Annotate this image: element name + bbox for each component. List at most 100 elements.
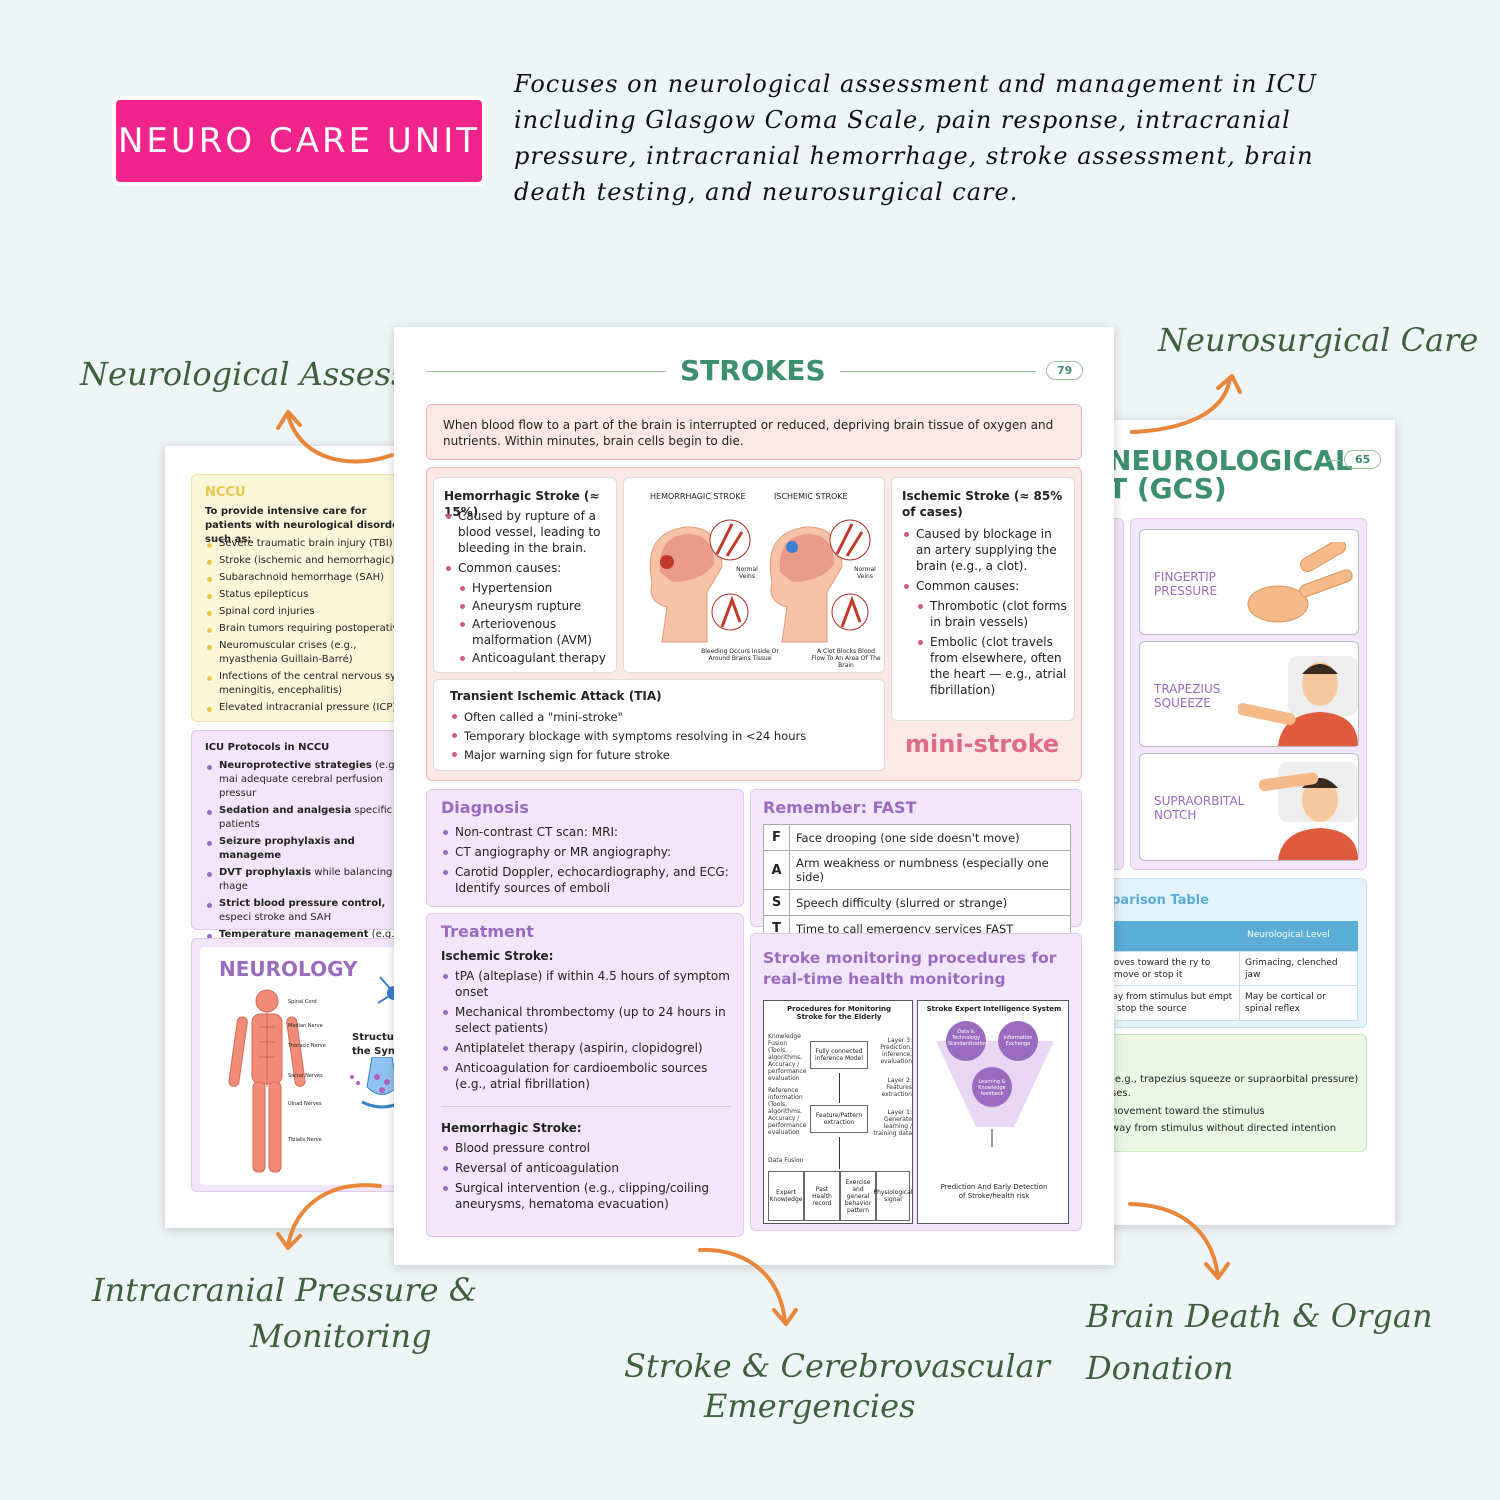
mini-stroke-label: mini-stroke: [905, 730, 1060, 758]
protocol-item-bold: DVT prophylaxis: [219, 867, 312, 878]
label-icp-line2: Monitoring: [250, 1317, 432, 1355]
treatment-ischemic-list: tPA (alteplase) if within 4.5 hours of s…: [441, 968, 733, 1096]
gcs-page-number: 65: [1344, 450, 1382, 469]
ischemic-item: Common causes:: [902, 578, 1070, 594]
tia-item: Major warning sign for future stroke: [450, 746, 870, 765]
diagnosis-item: Non-contrast CT scan: MRI:: [441, 824, 731, 840]
stroke-illustration: HEMORRHAGIC STROKE ISCHEMIC STROKE: [623, 477, 885, 673]
reference-text: Reference information (Tools, algorithms…: [768, 1087, 807, 1136]
hemorrhagic-title: Hemorrhagic Stroke (≈ 15%): [444, 489, 600, 519]
comparison-cell: Grimacing, clenched jaw: [1245, 958, 1338, 980]
illustration-label-left: HEMORRHAGIC STROKE: [650, 492, 746, 501]
monitoring-right-diagram: Stroke Expert Intelligence System Data &…: [917, 1000, 1069, 1224]
nccu-list: Severe traumatic brain injury (TBI)Strok…: [205, 537, 405, 718]
fingertip-hand-icon: [1247, 542, 1353, 623]
data-fusion-text: Data Fusion: [768, 1157, 804, 1164]
tia-item: Often called a "mini-stroke": [450, 708, 870, 727]
layer2-text: Layer 2: Features extraction: [881, 1077, 912, 1098]
treatment-item: Antiplatelet therapy (aspirin, clopidogr…: [441, 1040, 733, 1056]
normal-veins-label: Normal Veins: [736, 566, 758, 580]
funnel-icon: [936, 1021, 1054, 1147]
nerve-label: Thoracic Nerve: [288, 1043, 326, 1049]
tia-list: Often called a "mini-stroke"Temporary bl…: [450, 708, 870, 765]
nccu-box: NCCU To provide intensive care for patie…: [191, 474, 405, 722]
protocols-title: ICU Protocols in NCCU: [205, 742, 330, 753]
diagnosis-item: CT angiography or MR angiography:: [441, 844, 731, 860]
comparison-title: parison Table: [1111, 893, 1209, 908]
green-box: (e.g., trapezius squeeze or supraorbital…: [1100, 1034, 1367, 1152]
strokes-title: STROKES: [680, 354, 826, 387]
stimulus-label: SUPRAORBITAL NOTCH: [1154, 794, 1245, 822]
nccu-list-item: Status epilepticus: [205, 588, 405, 602]
protocol-item: Sedation and analgesia specific to n pat…: [205, 804, 405, 832]
hemorrhagic-card: Hemorrhagic Stroke (≈ 15%) Caused by rup…: [433, 477, 617, 673]
comparison-cell: moves toward the ry to remove or stop it: [1105, 958, 1211, 980]
hemorrhagic-item: Common causes:: [444, 560, 612, 576]
cause-item: Thrombotic (clot forms in brain vessels): [902, 598, 1070, 630]
ischemic-card: Ischemic Stroke (≈ 85% of cases) Caused …: [891, 477, 1075, 721]
circle-label: Learning & Knowledge feedback: [978, 1079, 1006, 1097]
comparison-cell: May be cortical or spinal reflex: [1245, 992, 1326, 1014]
gcs-title-2: T (GCS): [1108, 472, 1227, 505]
bottom-node: Past Health record: [804, 1171, 840, 1221]
protocol-item: Neuroprotective strategies (e.g., mai ad…: [205, 759, 405, 801]
hemorrhagic-list: Caused by rupture of a blood vessel, lea…: [444, 508, 612, 668]
fast-title: Remember: FAST: [763, 798, 917, 817]
nccu-list-item: Subarachnoid hemorrhage (SAH): [205, 571, 405, 585]
cause-item: Hypertension: [444, 580, 612, 596]
protocol-item-text: (e.g., mai adequate cerebral perfusion p…: [219, 760, 401, 799]
label-stroke-line2: Emergencies: [704, 1387, 916, 1425]
body-nerves-icon: [228, 989, 306, 1173]
nccu-list-item: Neuromuscular crises (e.g., myasthenia G…: [205, 639, 405, 667]
nccu-intro: To provide intensive care for patients w…: [205, 506, 405, 545]
nerve-label: Sacral Nerves: [288, 1073, 323, 1079]
comparison-col-header: Neurological Level: [1247, 930, 1330, 940]
protocols-list: Neuroprotective strategies (e.g., mai ad…: [205, 759, 405, 959]
stimulus-card: SUPRAORBITAL NOTCH: [1139, 753, 1359, 861]
green-line: novement toward the stimulus: [1111, 1106, 1265, 1117]
green-line: way from stimulus without directed inten…: [1111, 1123, 1337, 1134]
layer1-text: Layer 1: Generate learning / training da…: [873, 1109, 912, 1137]
stimulus-label: TRAPEZIUS SQUEEZE: [1154, 682, 1221, 710]
cause-item: Aneurysm rupture: [444, 598, 612, 614]
monitoring-right-title: Stroke Expert Intelligence System: [926, 1005, 1062, 1013]
hemorrhagic-item: Caused by rupture of a blood vessel, lea…: [444, 508, 612, 556]
label-icp-line1: Intracranial Pressure &: [92, 1271, 478, 1309]
treatment-item: Mechanical thrombectomy (up to 24 hours …: [441, 1004, 733, 1036]
protocol-item-bold: Seizure prophylaxis and manageme: [219, 836, 355, 861]
bottom-node: Expert Knowledge: [768, 1171, 804, 1221]
monitoring-box: Stroke monitoring procedures for real-ti…: [750, 933, 1082, 1231]
protocol-item: Seizure prophylaxis and manageme: [205, 835, 405, 863]
strokes-page-number: 79: [1046, 361, 1084, 380]
definition-box: When blood flow to a part of the brain i…: [426, 404, 1082, 460]
tia-title: Transient Ischemic Attack (TIA): [450, 689, 662, 703]
neurology-title: NEUROLOGY: [219, 957, 358, 981]
knowledge-text: Knowledge Fusion (Tools, algorithms, Acc…: [768, 1033, 807, 1082]
circle-label: Data & Technology Standardization: [948, 1029, 988, 1047]
stimuli-box: FINGERTIP PRESSURE TRAPEZIUS SQUEEZE SUP…: [1130, 518, 1367, 870]
diagnosis-title: Diagnosis: [441, 798, 529, 817]
brain-stroke-icon: [649, 519, 871, 643]
caption-right: A Clot Blocks Blood Flow To An Area Of T…: [811, 648, 881, 669]
intro-text: Focuses on neurological assessment and m…: [514, 70, 1318, 206]
synapse-label: Structure of the Synapse: [352, 1032, 405, 1057]
diagnosis-box: Diagnosis Non-contrast CT scan: MRI: CT a…: [426, 789, 744, 907]
tia-card: Transient Ischemic Attack (TIA) Often ca…: [433, 679, 885, 771]
types-box: Hemorrhagic Stroke (≈ 15%) Caused by rup…: [426, 467, 1082, 781]
badge-neuro-care-unit: NEURO CARE UNIT: [116, 100, 482, 182]
treatment-item: Blood pressure control: [441, 1140, 733, 1156]
nerve-label: Median Nerve: [288, 1023, 323, 1029]
fast-meaning: Speech difficulty (slurred or strange): [789, 889, 1071, 916]
stimulus-label: FINGERTIP PRESSURE: [1154, 570, 1218, 598]
protocol-item-text: while balancing risk rhage: [219, 867, 405, 892]
feature-node: Feature/Pattern extraction: [810, 1105, 868, 1133]
stimulus-card: FINGERTIP PRESSURE: [1139, 529, 1359, 635]
ischemic-causes: Thrombotic (clot forms in brain vessels)…: [902, 598, 1070, 698]
bottom-node: Exercise and general behavior pattern: [840, 1171, 876, 1221]
prediction-text: Prediction And Early Detection of Stroke…: [940, 1183, 1048, 1200]
